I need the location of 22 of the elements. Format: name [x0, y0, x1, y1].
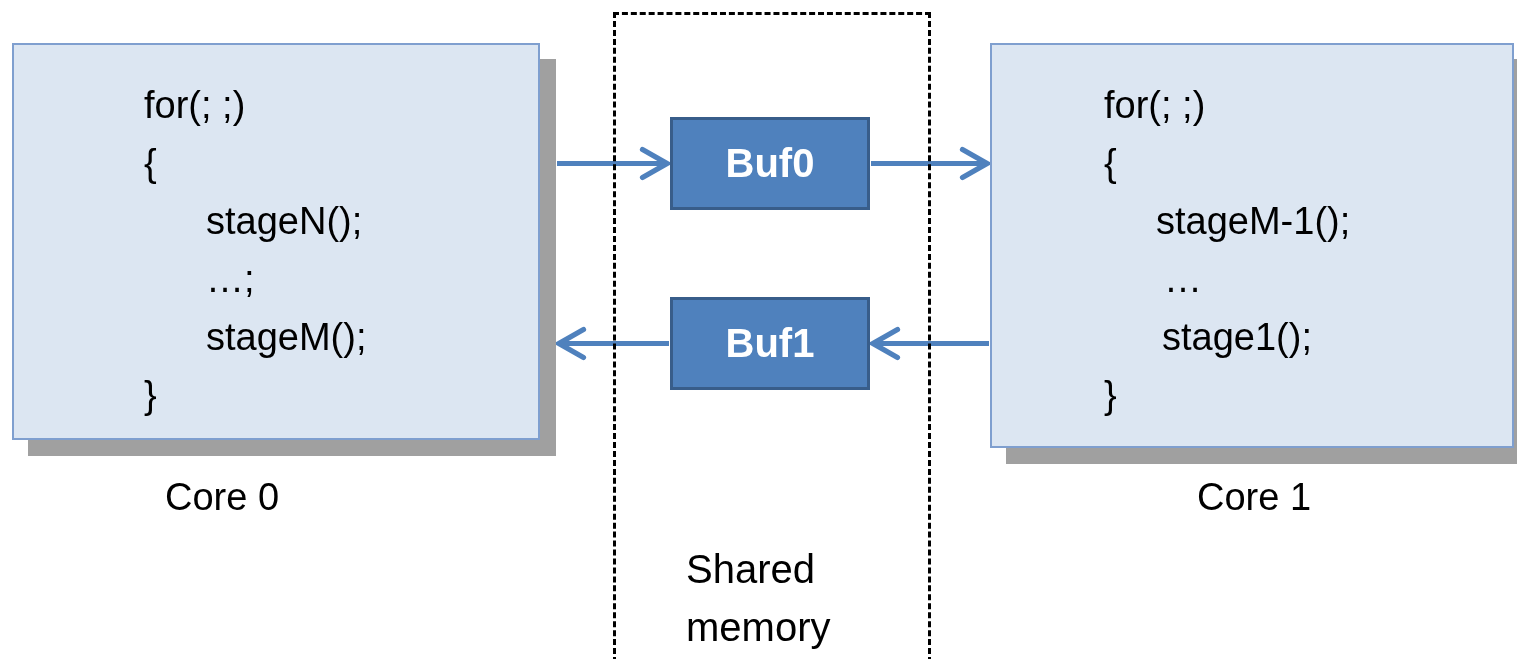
- node-label: Core 1: [1197, 475, 1312, 520]
- arrow: [557, 146, 670, 181]
- code-line: …: [1164, 257, 1202, 302]
- code-line: stage1();: [1162, 315, 1312, 360]
- code-line: for(; ;): [144, 83, 246, 128]
- code-line: stageM-1();: [1156, 199, 1351, 244]
- buffer-box: Buf1: [670, 297, 870, 390]
- arrow: [556, 326, 669, 361]
- code-line: }: [1104, 373, 1117, 418]
- code-line: {: [1104, 141, 1117, 186]
- code-line: stageN();: [206, 199, 363, 244]
- code-line: stageM();: [206, 315, 367, 360]
- arrow: [871, 146, 990, 181]
- node-label: Shared memory: [686, 546, 832, 651]
- code-line: for(; ;): [1104, 83, 1206, 128]
- shared-memory-box: [613, 12, 931, 659]
- code-line: }: [144, 373, 157, 418]
- arrow: [870, 326, 989, 361]
- node-label: Core 0: [165, 475, 280, 520]
- code-line: …;: [206, 257, 255, 302]
- buffer-box: Buf0: [670, 117, 870, 210]
- code-line: {: [144, 141, 157, 186]
